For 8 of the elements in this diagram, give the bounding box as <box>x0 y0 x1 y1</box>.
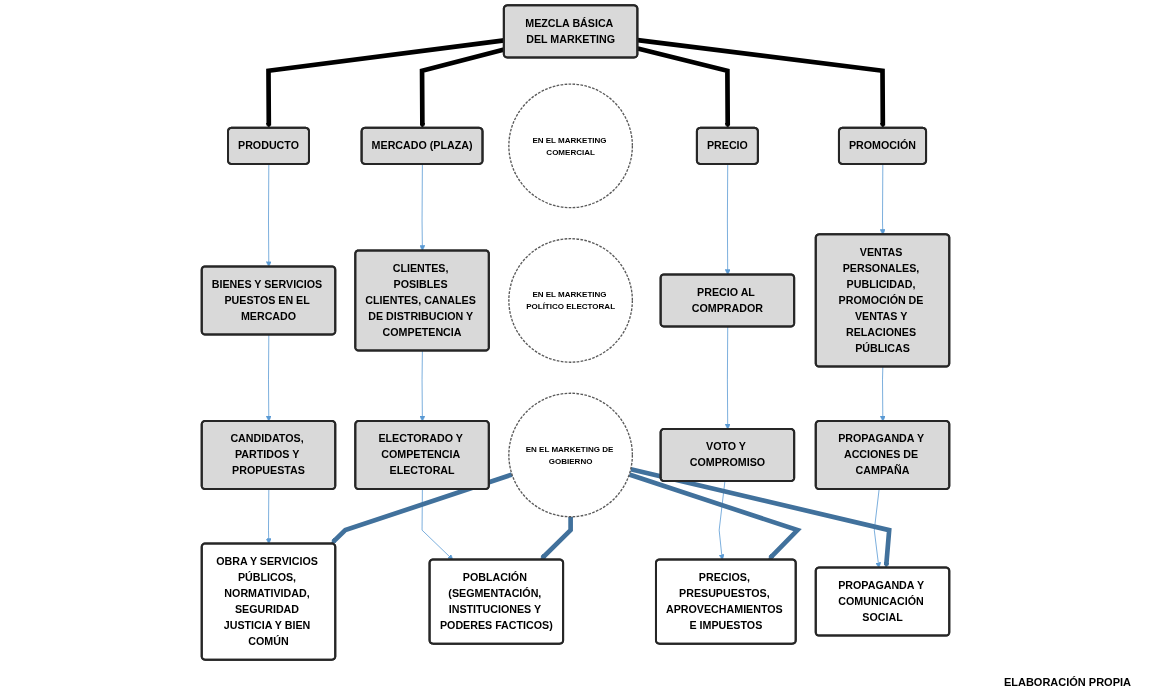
source-note: ELABORACIÓN PROPIA <box>1003 676 1131 688</box>
arrow <box>540 516 573 561</box>
node-circle: EN EL MARKETING POLÍTICO ELECTORAL <box>508 238 634 363</box>
arrow <box>637 46 731 129</box>
node-circle: EN EL MARKETING COMERCIAL <box>508 83 634 209</box>
arrow <box>637 37 886 129</box>
arrow <box>331 472 513 545</box>
node-circle: EN EL MARKETING DE GOBIERNO <box>508 392 634 518</box>
